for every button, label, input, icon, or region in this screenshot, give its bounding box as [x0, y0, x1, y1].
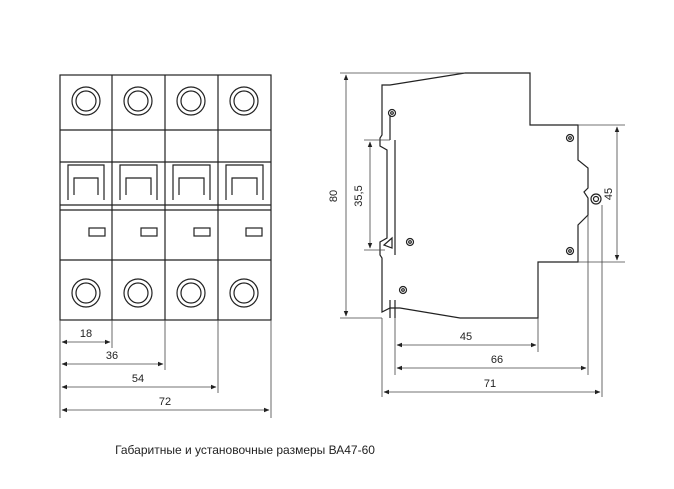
dim-label-54: 54	[132, 373, 144, 385]
bottom-terminals	[71, 278, 259, 308]
dim-label-36: 36	[106, 350, 118, 362]
dim-label-18: 18	[80, 328, 92, 340]
rail-clip	[382, 236, 393, 249]
side-dimensions	[340, 72, 625, 397]
dim-label-72: 72	[159, 396, 171, 408]
dim-label-35-5: 35,5	[353, 185, 365, 206]
toggle-levers	[67, 164, 264, 200]
side-screws	[387, 108, 602, 295]
front-view	[59, 74, 272, 321]
dim-label-45-depth: 45	[460, 331, 472, 343]
side-profile-outline	[379, 72, 589, 319]
dim-label-71: 71	[484, 378, 496, 390]
side-view	[379, 72, 602, 319]
dim-label-45-vertical: 45	[603, 188, 615, 200]
dim-label-80: 80	[328, 190, 340, 202]
front-dimensions	[59, 320, 272, 418]
dim-label-66: 66	[491, 354, 503, 366]
indicator-windows	[88, 227, 263, 237]
top-terminals	[71, 86, 259, 116]
drawing-caption: Габаритные и установочные размеры ВА47-6…	[115, 443, 375, 457]
